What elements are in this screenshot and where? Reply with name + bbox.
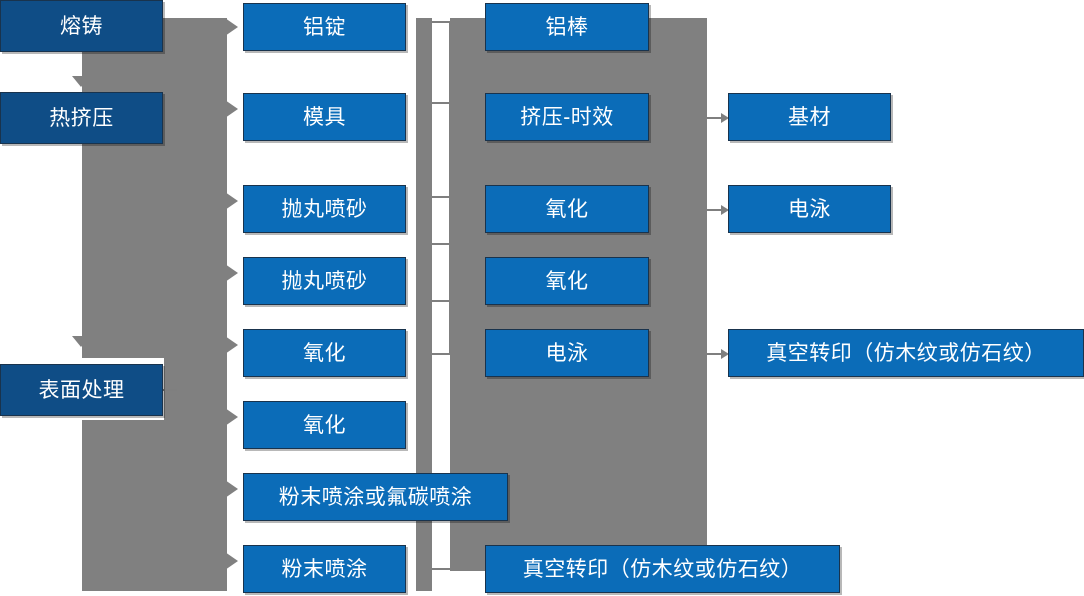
result-box-electro[interactable]: 电泳 — [728, 185, 891, 233]
spine-arrow-5 — [225, 336, 238, 354]
stage-label-surface: 表面处理 — [38, 378, 125, 402]
process-label-mold: 模具 — [303, 105, 346, 129]
process-box-aluminum-bar[interactable]: 铝棒 — [485, 3, 649, 51]
process-box-powder-fluorocarbon[interactable]: 粉末喷涂或氟碳喷涂 — [243, 473, 508, 521]
mid-tie-3 — [432, 196, 450, 198]
result-label-vacuum-transfer: 真空转印（仿木纹或仿石纹） — [766, 341, 1046, 365]
arrow-to-substrate — [707, 113, 729, 123]
process-label-c3-electro: 电泳 — [545, 341, 589, 365]
spine-arrow-stems — [177, 18, 227, 591]
left-spine-lower — [164, 18, 177, 591]
process-box-c3-oxidation-1[interactable]: 氧化 — [485, 185, 649, 233]
spine-arrow-6 — [225, 408, 238, 426]
mid-bus-bar-lower — [416, 506, 432, 591]
process-label-extrude-age: 挤压-时效 — [520, 105, 614, 129]
mid-tie-4 — [432, 243, 450, 245]
process-box-shotblast-1[interactable]: 抛丸喷砂 — [243, 185, 406, 233]
process-label-oxidation-1: 氧化 — [303, 341, 346, 365]
process-label-c3-oxidation-2: 氧化 — [545, 269, 589, 293]
process-box-oxidation-1[interactable]: 氧化 — [243, 329, 406, 377]
process-label-shotblast-1: 抛丸喷砂 — [281, 197, 368, 221]
result-label-electro: 电泳 — [788, 197, 831, 221]
process-box-mold[interactable]: 模具 — [243, 93, 406, 141]
spine-arrow-2 — [225, 100, 238, 118]
mid-tie-6 — [432, 353, 450, 355]
mid-tie-5 — [432, 300, 450, 302]
spine-arrow-4 — [225, 264, 238, 282]
mid-bus-bar-upper — [416, 18, 432, 498]
process-box-c3-electro[interactable]: 电泳 — [485, 329, 649, 377]
mid-tie-1 — [432, 21, 450, 23]
spine-arrow-3 — [225, 192, 238, 210]
stage-box-surface[interactable]: 表面处理 — [0, 364, 163, 416]
stage-label-melting: 熔铸 — [60, 14, 103, 38]
arrow-extrusion-to-surface — [72, 336, 90, 347]
process-box-c3-vacuum-transfer[interactable]: 真空转印（仿木纹或仿石纹） — [485, 545, 840, 593]
process-label-ingot: 铝锭 — [303, 15, 346, 39]
process-label-aluminum-bar: 铝棒 — [545, 15, 589, 39]
process-label-shotblast-2: 抛丸喷砂 — [281, 269, 368, 293]
stage-box-melting[interactable]: 熔铸 — [0, 0, 163, 52]
stage-label-extrusion: 热挤压 — [49, 106, 114, 130]
process-label-powder-fluorocarbon: 粉末喷涂或氟碳喷涂 — [278, 485, 473, 509]
process-label-c3-vacuum-transfer: 真空转印（仿木纹或仿石纹） — [522, 557, 803, 581]
process-box-extrude-age[interactable]: 挤压-时效 — [485, 93, 649, 141]
spine-arrow-8 — [225, 552, 238, 570]
arrow-melting-to-extrusion — [72, 76, 90, 87]
arrow-to-vacuum — [707, 349, 729, 359]
process-label-oxidation-2: 氧化 — [303, 413, 346, 437]
arrow-to-electro — [707, 205, 729, 215]
mid-tie-2 — [432, 102, 450, 104]
result-box-vacuum-transfer[interactable]: 真空转印（仿木纹或仿石纹） — [728, 329, 1084, 377]
process-box-oxidation-2[interactable]: 氧化 — [243, 401, 406, 449]
result-label-substrate: 基材 — [788, 105, 831, 129]
process-label-powder: 粉末喷涂 — [281, 557, 368, 581]
stage-box-extrusion[interactable]: 热挤压 — [0, 92, 163, 144]
process-box-c3-oxidation-2[interactable]: 氧化 — [485, 257, 649, 305]
spine-arrow-1 — [225, 18, 238, 36]
spine-arrow-7 — [225, 480, 238, 498]
result-box-substrate[interactable]: 基材 — [728, 93, 891, 141]
process-label-c3-oxidation-1: 氧化 — [545, 197, 589, 221]
process-box-shotblast-2[interactable]: 抛丸喷砂 — [243, 257, 406, 305]
process-box-ingot[interactable]: 铝锭 — [243, 3, 406, 51]
mid-tie-7 — [432, 568, 450, 570]
surface-stub-line — [163, 389, 179, 391]
process-box-powder[interactable]: 粉末喷涂 — [243, 545, 406, 593]
